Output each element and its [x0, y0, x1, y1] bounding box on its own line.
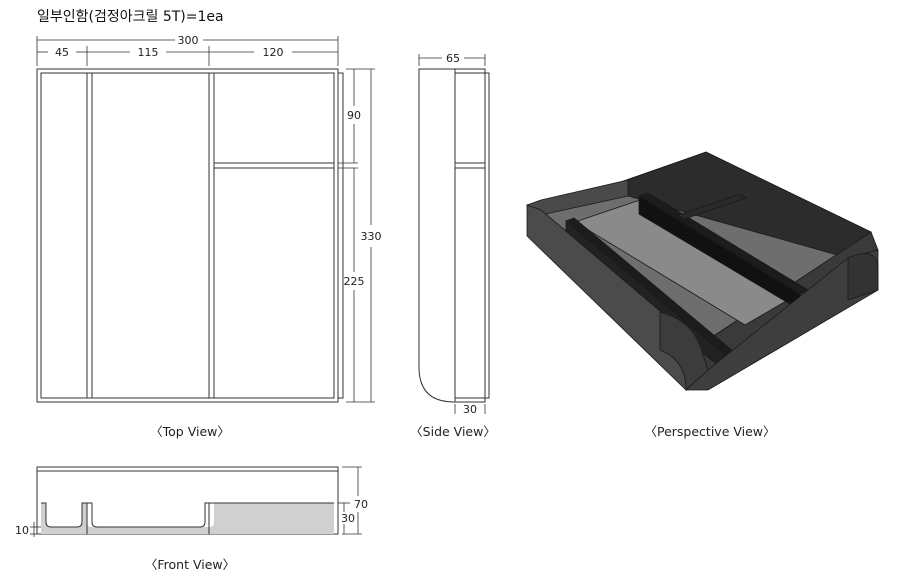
dim-front-bottom: 10	[15, 524, 29, 537]
dim-lower-right: 225	[344, 275, 365, 288]
dim-col2: 115	[138, 46, 159, 59]
side-view	[418, 54, 490, 414]
top-view-right-step	[337, 72, 344, 399]
dim-col1: 45	[55, 46, 69, 59]
perspective-view	[526, 151, 879, 391]
perspective-right-wall	[684, 249, 879, 391]
front-view	[30, 466, 362, 537]
perspective-cross-shelf	[677, 193, 747, 220]
dim-total-width: 300	[178, 34, 199, 47]
side-view-outline	[418, 68, 486, 403]
dim-upper-right: 90	[347, 109, 361, 122]
front-view-fill	[41, 503, 334, 534]
top-view-caption: 〈Top View〉	[150, 424, 230, 439]
side-view-caption: 〈Side View〉	[410, 424, 496, 439]
perspective-view-caption: 〈Perspective View〉	[644, 424, 775, 439]
dim-height-total: 330	[361, 230, 382, 243]
dim-front-wall: 30	[341, 512, 355, 525]
top-view	[36, 36, 375, 403]
dim-front-height: 70	[354, 498, 368, 511]
dim-col3: 120	[263, 46, 284, 59]
dim-side-depth: 65	[446, 52, 460, 65]
top-view-outer-frame	[36, 68, 339, 403]
side-view-rear-wall	[484, 72, 490, 399]
dim-side-rail: 30	[463, 403, 477, 416]
top-view-inner-frame	[40, 72, 335, 399]
drawing-title: 일부인함(검정아크릴 5T)=1ea	[37, 9, 224, 25]
front-view-caption: 〈Front View〉	[145, 557, 235, 572]
